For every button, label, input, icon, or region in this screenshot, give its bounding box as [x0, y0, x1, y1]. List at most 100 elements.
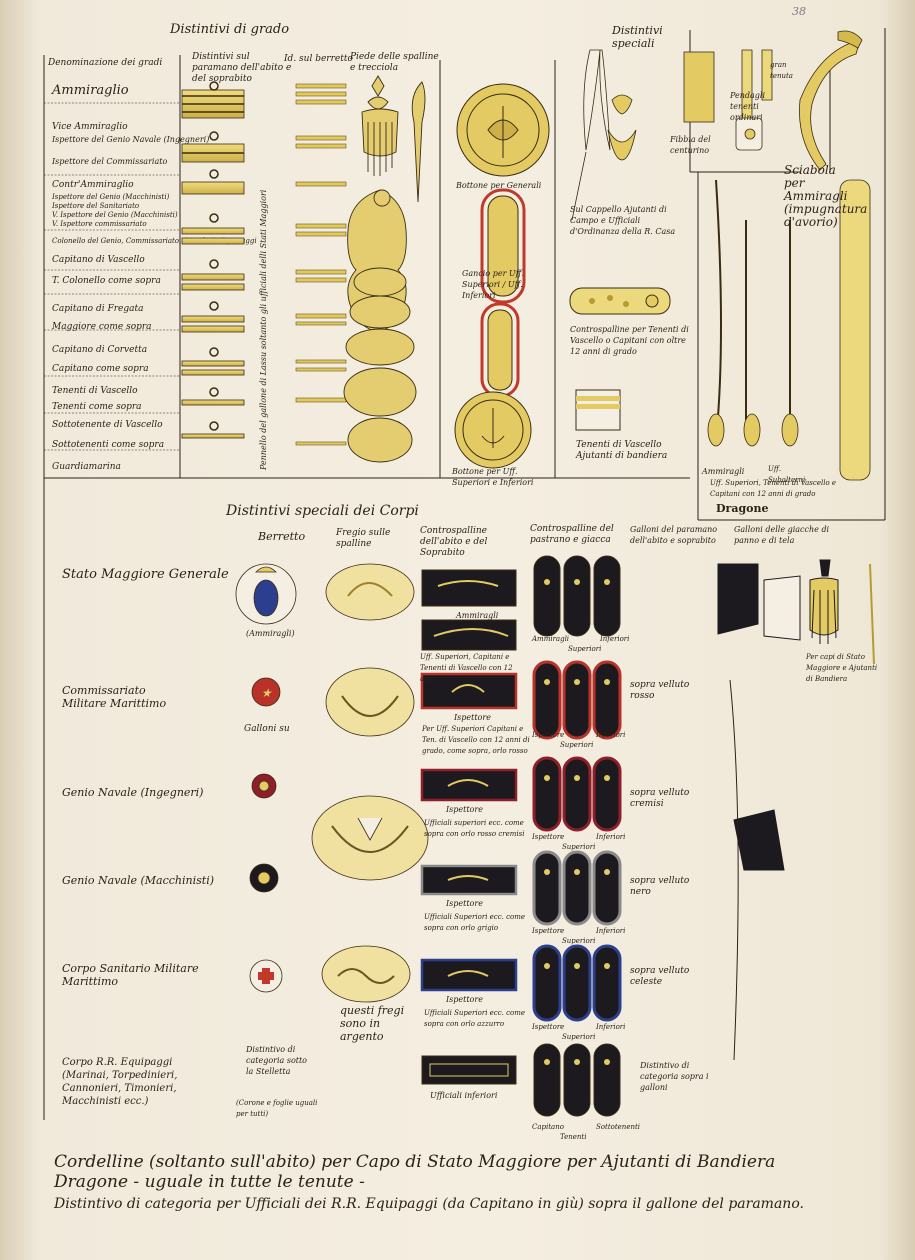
rank-guardiamarina: Guardiamarina — [52, 462, 121, 472]
corps-header-galloni-giacche: Galloni delle giacche di panno e di tela — [734, 525, 830, 545]
header-berretto: Id. sul berretto — [284, 54, 353, 64]
dragone-note-1: Ammiragli — [702, 467, 745, 476]
fregio-note: questi fregi sono in argento — [340, 1004, 405, 1043]
p3-row2: Inferiori — [596, 731, 626, 739]
label-sciabola: Sciabola per Ammiragli (impugnatura d'av… — [784, 163, 868, 229]
section-title-grado: Distintivi di grado — [170, 22, 290, 37]
buttons-and-hooks — [454, 83, 550, 469]
cuff-stripes — [181, 81, 347, 446]
footer-line-2: Dragone - uguale in tutte le tenute - — [54, 1172, 365, 1192]
rank-capitano: Capitano come sopra — [52, 364, 149, 374]
corps-header-galloni-paramano: Galloni del paramano dell'abito e soprab… — [630, 525, 718, 545]
corps-title: Distintivi speciali dei Corpi — [226, 503, 419, 519]
corps-header-berretto: Berretto — [258, 530, 306, 543]
rank-vice-ammiraglio: Vice Ammiraglio — [52, 122, 128, 132]
corps-header-controspalline-abito: Controspalline dell'abito e del Soprabit… — [420, 526, 488, 558]
p3-row1: Inferiori — [600, 635, 630, 643]
p2-row4: Superiori — [562, 937, 596, 945]
p3-row4: Inferiori — [596, 927, 626, 935]
corps-name-1: Stato Maggiore Generale — [62, 567, 229, 582]
galloni-giacche-note: Per capi di Stato Maggiore e Ajutanti di… — [806, 653, 878, 683]
p3-row5: Inferiori — [596, 1023, 626, 1031]
page-number: 38 — [792, 5, 806, 18]
c1-row3: Ispettore — [446, 805, 483, 814]
c2-row5: Ufficiali Superiori ecc. come sopra con … — [424, 1009, 526, 1028]
p2-row6: Tenenti — [560, 1133, 587, 1141]
rank-t-colonello: T. Colonello come sopra — [52, 276, 161, 286]
rank-capitano-fregata: Capitano di Fregata — [52, 304, 144, 314]
rank-ammiraglio: Ammiraglio — [52, 83, 129, 98]
corps-controspalline-abito — [420, 569, 518, 1085]
dragone-note-3: Uff. Subalterni — [768, 465, 806, 484]
rank-sottotenenti: Sottotenenti come sopra — [52, 440, 165, 450]
epaulette-illustrations — [343, 75, 426, 463]
label-gran-tenuta: gran tenuta — [770, 61, 793, 80]
c1-row4: Ispettore — [446, 899, 483, 908]
footer-line-1: Cordelline (soltanto sull'abito) per Cap… — [54, 1152, 776, 1172]
header-spalline: Piede delle spalline e trecciola — [350, 52, 439, 73]
header-denominazione: Denominazione dei gradi — [48, 58, 163, 68]
dragone-note-2: Uff. Superiori, Tenenti di Vascello e Ca… — [710, 479, 837, 498]
corps-beret-insignia: ★ — [235, 563, 297, 993]
rank-ispettore-macchinisti: Ispettore del Genio (Macchinisti) — [52, 193, 170, 201]
label-button-generals: Bottone per Generali — [456, 181, 542, 190]
c1-row5: Ispettore — [446, 995, 483, 1004]
label-dragone: Dragone — [716, 502, 769, 515]
velluto-row3: sopra velluto cremisi — [630, 788, 690, 809]
rank-v-ispettore-genio: V. Ispettore del Genio (Macchinisti) — [52, 211, 178, 219]
controspallina-gold — [569, 287, 671, 315]
corps-name-3: Genio Navale (Ingegneri) — [62, 786, 204, 799]
c2-row2: Per Uff. Superiori Capitani e Ten. di Va… — [422, 725, 530, 755]
rank-capitano-corvetta: Capitano di Corvetta — [52, 345, 148, 355]
label-fibbia: Fibbia del centurino — [670, 135, 711, 155]
corps-fregi — [311, 563, 429, 1003]
label-controspallina: Controspalline per Tenenti di Vascello o… — [570, 325, 689, 356]
corps-header-controspalline-pastrano: Controspalline del pastrano e giacca — [530, 524, 614, 545]
c2-row6: Ufficiali inferiori — [430, 1091, 498, 1100]
corps-header-fregio: Fregio sulle spalline — [336, 528, 391, 549]
c2-row3: Ufficiali superiori ecc. come sopra con … — [424, 819, 525, 838]
beret-note-2: Galloni su — [244, 724, 290, 734]
c1-row2: Ispettore — [454, 713, 491, 722]
galloni-illustrations — [717, 559, 875, 1061]
rank-capitano-vascello: Capitano di Vascello — [52, 255, 145, 265]
velluto-row4: sopra velluto nero — [630, 876, 690, 897]
c1-row1: Ammiragli — [456, 611, 499, 620]
rank-colonello: Colonello del Genio, Commissariato, Sani… — [52, 237, 257, 245]
p2-row1: Superiori — [568, 645, 602, 653]
rank-v-ispettore-commissariato: V. Ispettore commissariato — [52, 220, 147, 228]
corps-name-5: Corpo Sanitario Militare Marittimo — [62, 962, 199, 988]
p2-row2: Superiori — [560, 741, 594, 749]
footer-line-3: Distintivo di categoria per Ufficiali de… — [54, 1196, 804, 1212]
p1-row1: Ammiragli — [532, 635, 570, 643]
label-button-officers: Bottone per Uff. Superiori e Inferiori — [452, 467, 534, 487]
corps-controspalline-pastrano — [532, 555, 622, 1117]
velluto-row5: sopra velluto celeste — [630, 966, 690, 987]
label-tenenti: Tenenti di Vascello Ajutanti di bandiera — [576, 440, 668, 461]
svg-text:★: ★ — [261, 686, 273, 700]
c2-row1: Uff. Superiori, Capitani e Tenenti di Va… — [420, 653, 513, 683]
rank-ispettore-commissariato: Ispettore del Commissariato — [52, 157, 168, 166]
rank-sottotenente-vascello: Sottotenente di Vascello — [52, 420, 163, 430]
vertical-note: Pennello del gallone di Lassu soltanto g… — [259, 189, 268, 470]
rank-contrammiraglio: Contr'Ammiraglio — [52, 180, 134, 190]
corps-name-2: Commissariato Militare Marittimo — [62, 684, 167, 710]
rank-ispettore-sanitariato: Ispettore del Sanitariato — [52, 202, 140, 210]
rank-tenenti-vascello: Tenenti di Vascello — [52, 386, 138, 396]
p2-row5: Superiori — [562, 1033, 596, 1041]
special-title: Distintivi speciali — [612, 24, 663, 50]
velluto-row6: Distintivo di categoria sopra i galloni — [640, 1061, 709, 1092]
p3-row6: Sottotenenti — [596, 1123, 641, 1131]
velluto-row2: sopra velluto rosso — [630, 680, 690, 701]
c2-row4: Ufficiali Superiori ecc. come sopra con … — [424, 913, 526, 932]
p1-row2: Ispettore — [532, 731, 565, 739]
header-paramano: Distintivi sul paramano dell'abito e del… — [192, 52, 292, 84]
p1-row4: Ispettore — [532, 927, 565, 935]
p1-row3: Ispettore — [532, 833, 565, 841]
rank-tenenti: Tenenti come sopra — [52, 402, 142, 412]
controspallina-stripes — [575, 389, 621, 431]
p1-row6: Capitano — [532, 1123, 564, 1131]
rank-ispettore-genio: Ispettore del Genio Navale (Ingegneri) — [52, 135, 210, 144]
pennacchio-illustration — [571, 49, 637, 221]
